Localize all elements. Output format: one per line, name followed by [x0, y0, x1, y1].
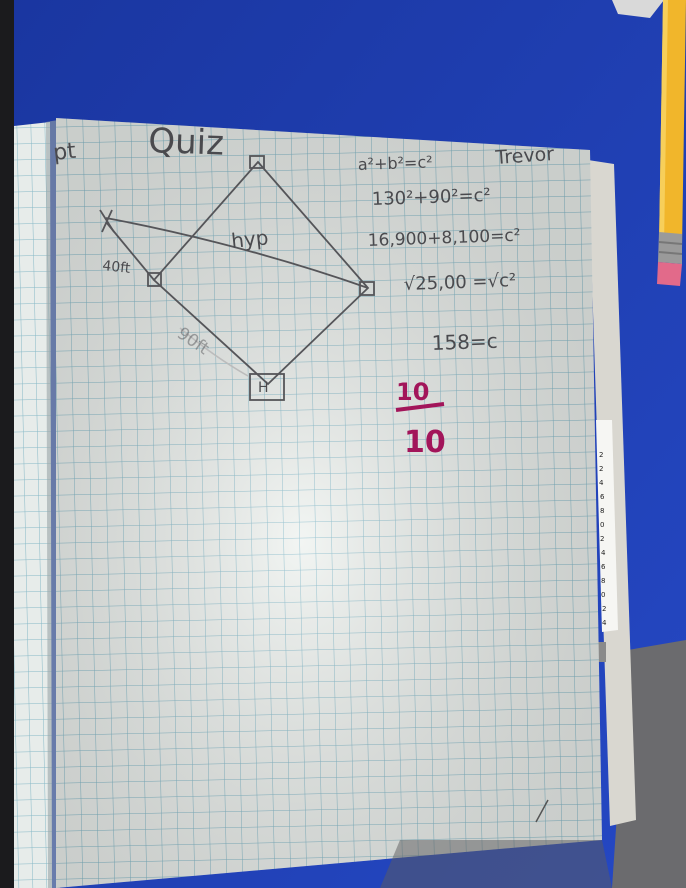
equation-work: a²+b²=c² 130²+90²=c² 16,900+8,100=c² √25…	[357, 152, 520, 355]
second-base-marker	[249, 155, 265, 169]
tab-number: 2	[600, 535, 604, 543]
pencil	[657, 0, 686, 286]
equation-line: 130²+90²=c²	[371, 185, 491, 210]
start-mark	[99, 209, 115, 233]
tab-number: 6	[600, 493, 605, 501]
side-label-left: 40ft	[102, 258, 132, 277]
equation-line: √25,00 =√c²	[403, 270, 516, 295]
tab-number: 0	[601, 591, 605, 599]
left-edge-shadow	[0, 0, 14, 888]
grade-fraction-bar	[395, 402, 445, 412]
faded-side	[179, 327, 249, 377]
tab-number: 2	[602, 605, 606, 613]
grade: 10 10	[395, 378, 446, 460]
tab-number: 6	[601, 563, 606, 571]
equation-line: a²+b²=c²	[357, 152, 432, 174]
baseball-diamond-diagram	[99, 155, 375, 401]
grade-numerator: 10	[396, 378, 429, 406]
left-page-text: pt	[52, 139, 77, 166]
quiz-title: Quiz	[148, 121, 225, 164]
diamond-outline	[152, 160, 370, 386]
tab-strip	[596, 420, 618, 632]
hypotenuse-line	[105, 217, 369, 289]
grade-denominator: 10	[404, 425, 446, 460]
base-marker-label: H	[258, 380, 269, 396]
tab-numbers: 2 2 4 6 8 0 2 4 6 8 0 2 4	[599, 451, 607, 627]
tab-number: 4	[602, 619, 607, 627]
page-lighting	[56, 118, 602, 888]
card-corner	[612, 0, 664, 18]
third-base-marker	[147, 272, 162, 287]
tab-number: 8	[600, 507, 604, 515]
home-plate-box	[249, 373, 285, 401]
hyp-label: hyp	[230, 225, 270, 253]
tab-number: 0	[600, 521, 604, 529]
stray-mark	[535, 799, 549, 823]
tab-number: 8	[601, 577, 605, 585]
equation-line: 158=c	[431, 329, 498, 355]
tab-number: 2	[599, 451, 603, 459]
left-page	[14, 122, 52, 888]
student-name: Trevor	[494, 143, 555, 169]
tab-number: 2	[599, 465, 603, 473]
first-base-marker	[359, 281, 375, 296]
page-bottom-shadow	[380, 840, 612, 888]
tab-number: 4	[599, 479, 604, 487]
tab-number: 4	[601, 549, 606, 557]
